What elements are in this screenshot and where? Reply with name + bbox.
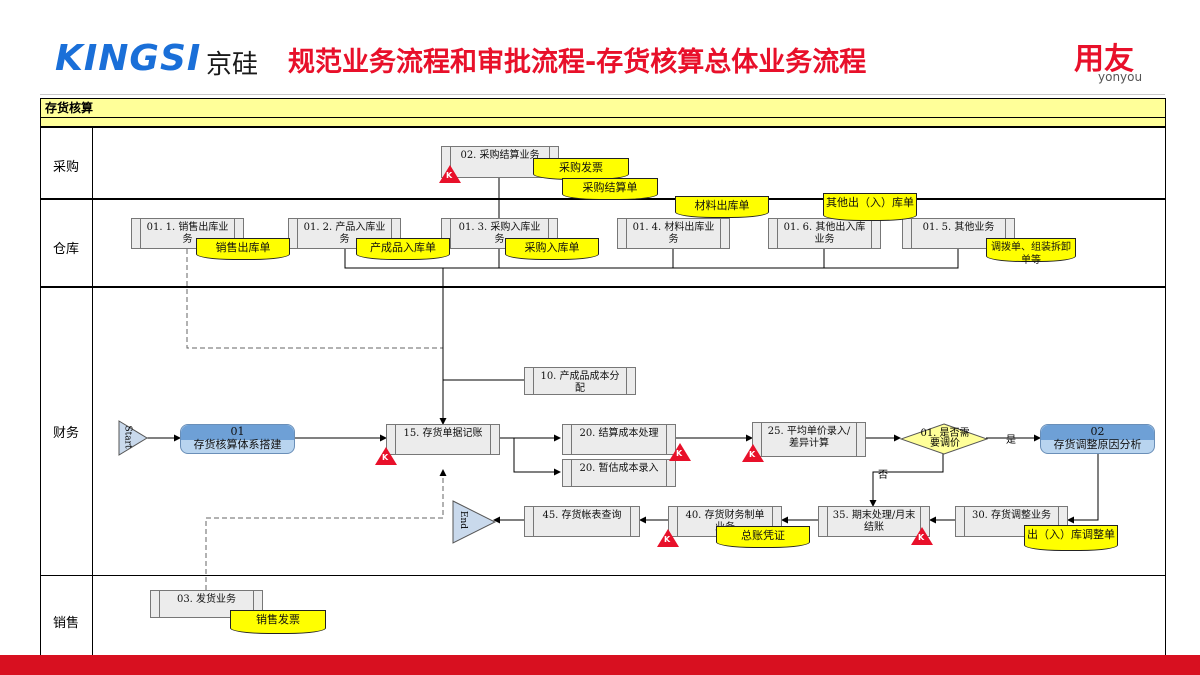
connector xyxy=(344,249,443,269)
step-01-label: 存货核算体系搭建 xyxy=(193,438,282,451)
k-marker-label: K xyxy=(676,449,683,458)
k-marker: K xyxy=(741,443,765,467)
k-marker: K xyxy=(910,526,934,550)
process-01-4-material-out: 01. 4. 材料出库业务 xyxy=(617,218,730,249)
connector xyxy=(824,249,959,269)
k-marker-label: K xyxy=(749,450,756,459)
k-marker-label: K xyxy=(664,535,671,544)
swimlane-title: 存货核算 xyxy=(40,98,1166,118)
process-15-bookkeeping: 15. 存货单据记账 xyxy=(386,424,500,455)
connector xyxy=(869,453,944,507)
process-20-estimated-cost: 20. 暂估成本录入 xyxy=(562,459,676,487)
doc-other-io: 其他出（入）库单 xyxy=(823,193,917,221)
step-02-label: 存货调整原因分析 xyxy=(1053,438,1142,451)
process-35-month-end: 35. 期末处理/月末结账 xyxy=(818,506,930,537)
lane-divider xyxy=(40,286,1166,288)
lane-label-purchase: 采购 xyxy=(52,160,79,175)
decision-yes-label: 是 xyxy=(1006,435,1016,446)
connector xyxy=(443,249,500,269)
footer-bar xyxy=(0,655,1200,675)
kingsi-logo-cn: 京硅 xyxy=(206,50,259,80)
process-01-5-other: 01. 5. 其他业务 xyxy=(902,218,1015,249)
doc-product-in: 产成品入库单 xyxy=(356,238,450,260)
doc-purchase-settlement: 采购结算单 xyxy=(562,178,658,200)
doc-sales-invoice: 销售发票 xyxy=(230,610,326,634)
lane-label-warehouse: 仓库 xyxy=(52,242,79,257)
process-20-settlement-cost: 20. 结算成本处理 xyxy=(562,424,676,455)
lane-label-column xyxy=(92,127,93,667)
start-label: Start xyxy=(122,425,133,449)
connector xyxy=(205,469,447,590)
process-10-cost-allocation: 10. 产成品成本分配 xyxy=(524,367,636,395)
start-terminal xyxy=(118,420,148,456)
k-marker-label: K xyxy=(382,453,389,462)
process-01-6-other-io: 01. 6. 其他出入库业务 xyxy=(768,218,881,249)
kingsi-logo: KINGSI xyxy=(55,38,202,79)
connector xyxy=(443,249,825,269)
k-marker-label: K xyxy=(918,533,925,542)
step-01-num: 01 xyxy=(230,425,245,438)
decision-label: 01. 是否需要调价 xyxy=(920,428,970,449)
connector xyxy=(513,438,561,476)
yonyou-logo: 用友 xyxy=(1074,42,1134,77)
yonyou-logo-sub: yonyou xyxy=(1098,70,1143,84)
process-45-report: 45. 存货帐表查询 xyxy=(524,506,640,537)
decision-no-label: 否 xyxy=(878,470,888,481)
step-01-setup: 01 存货核算体系搭建 xyxy=(180,424,295,454)
step-02-analysis: 02 存货调整原因分析 xyxy=(1040,424,1155,454)
decision-adjust-price xyxy=(900,423,988,455)
lane-label-finance: 财务 xyxy=(52,426,79,441)
k-marker: K xyxy=(438,164,462,188)
step-header-bar xyxy=(1041,425,1154,440)
k-marker-label: K xyxy=(446,171,453,180)
lane-label-sales: 销售 xyxy=(52,616,79,631)
lane-divider xyxy=(40,575,1166,576)
step-02-num: 02 xyxy=(1090,425,1105,438)
page-title: 规范业务流程和审批流程-存货核算总体业务流程 xyxy=(288,47,867,78)
doc-purchase-in: 采购入库单 xyxy=(505,238,599,260)
process-25-avg-price: 25. 平均单价录入/差异计算 xyxy=(752,422,866,457)
step-header-bar xyxy=(181,425,294,440)
k-marker: K xyxy=(374,446,398,470)
doc-io-adjust: 出（入）库调整单 xyxy=(1024,525,1118,551)
swimlane-strip xyxy=(40,118,1166,127)
doc-sales-out: 销售出库单 xyxy=(196,238,290,260)
doc-material-out: 材料出库单 xyxy=(675,196,769,218)
k-marker: K xyxy=(668,442,692,466)
doc-transfer-assembly: 调拨单、组装拆卸单等 xyxy=(986,238,1076,266)
connector xyxy=(1067,452,1099,524)
end-label: End xyxy=(458,510,469,530)
doc-gl-voucher: 总账凭证 xyxy=(716,526,810,548)
doc-purchase-invoice: 采购发票 xyxy=(533,158,629,180)
connector xyxy=(186,249,443,349)
header-divider xyxy=(40,94,1165,95)
k-marker: K xyxy=(656,528,680,552)
end-terminal xyxy=(452,500,496,544)
